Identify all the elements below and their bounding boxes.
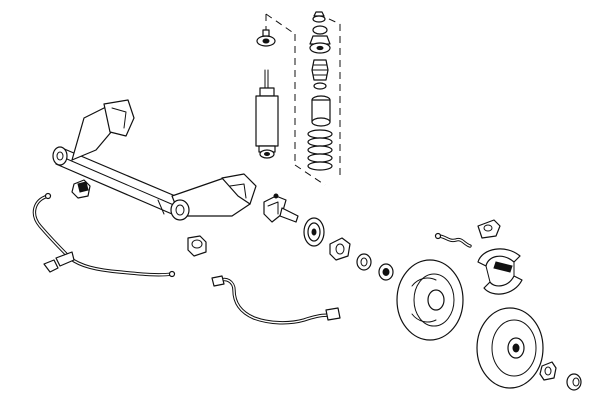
bump-stop[interactable] [311,59,329,90]
shock-absorber[interactable] [255,69,279,159]
brake-backing-plate[interactable] [396,259,464,341]
handbrake-cable[interactable] [32,192,176,278]
hub-nut[interactable] [539,361,557,381]
wheel-bearing-outer[interactable] [378,263,394,281]
brake-drum[interactable] [476,307,544,389]
hub-cap[interactable] [566,373,582,391]
strut-bearing[interactable] [309,11,331,54]
axle-bushing[interactable] [71,179,91,199]
rear-axle-beam[interactable] [52,99,257,221]
abs-sensor-ring[interactable] [303,217,325,247]
wheel-bearing-seal[interactable] [356,253,372,271]
axle-mount-bracket[interactable] [187,235,207,257]
brake-wheel-cylinder[interactable] [477,219,501,239]
brake-shoe-set[interactable] [477,248,523,295]
wheel-bearing-inner[interactable] [329,237,351,261]
coil-spring[interactable] [307,129,333,171]
brake-hose[interactable] [434,232,472,248]
abs-sensor-cable[interactable] [211,275,341,325]
wheel-hub-carrier[interactable] [263,193,299,223]
dust-cover[interactable] [311,95,331,127]
strut-top-mount[interactable] [256,29,276,47]
